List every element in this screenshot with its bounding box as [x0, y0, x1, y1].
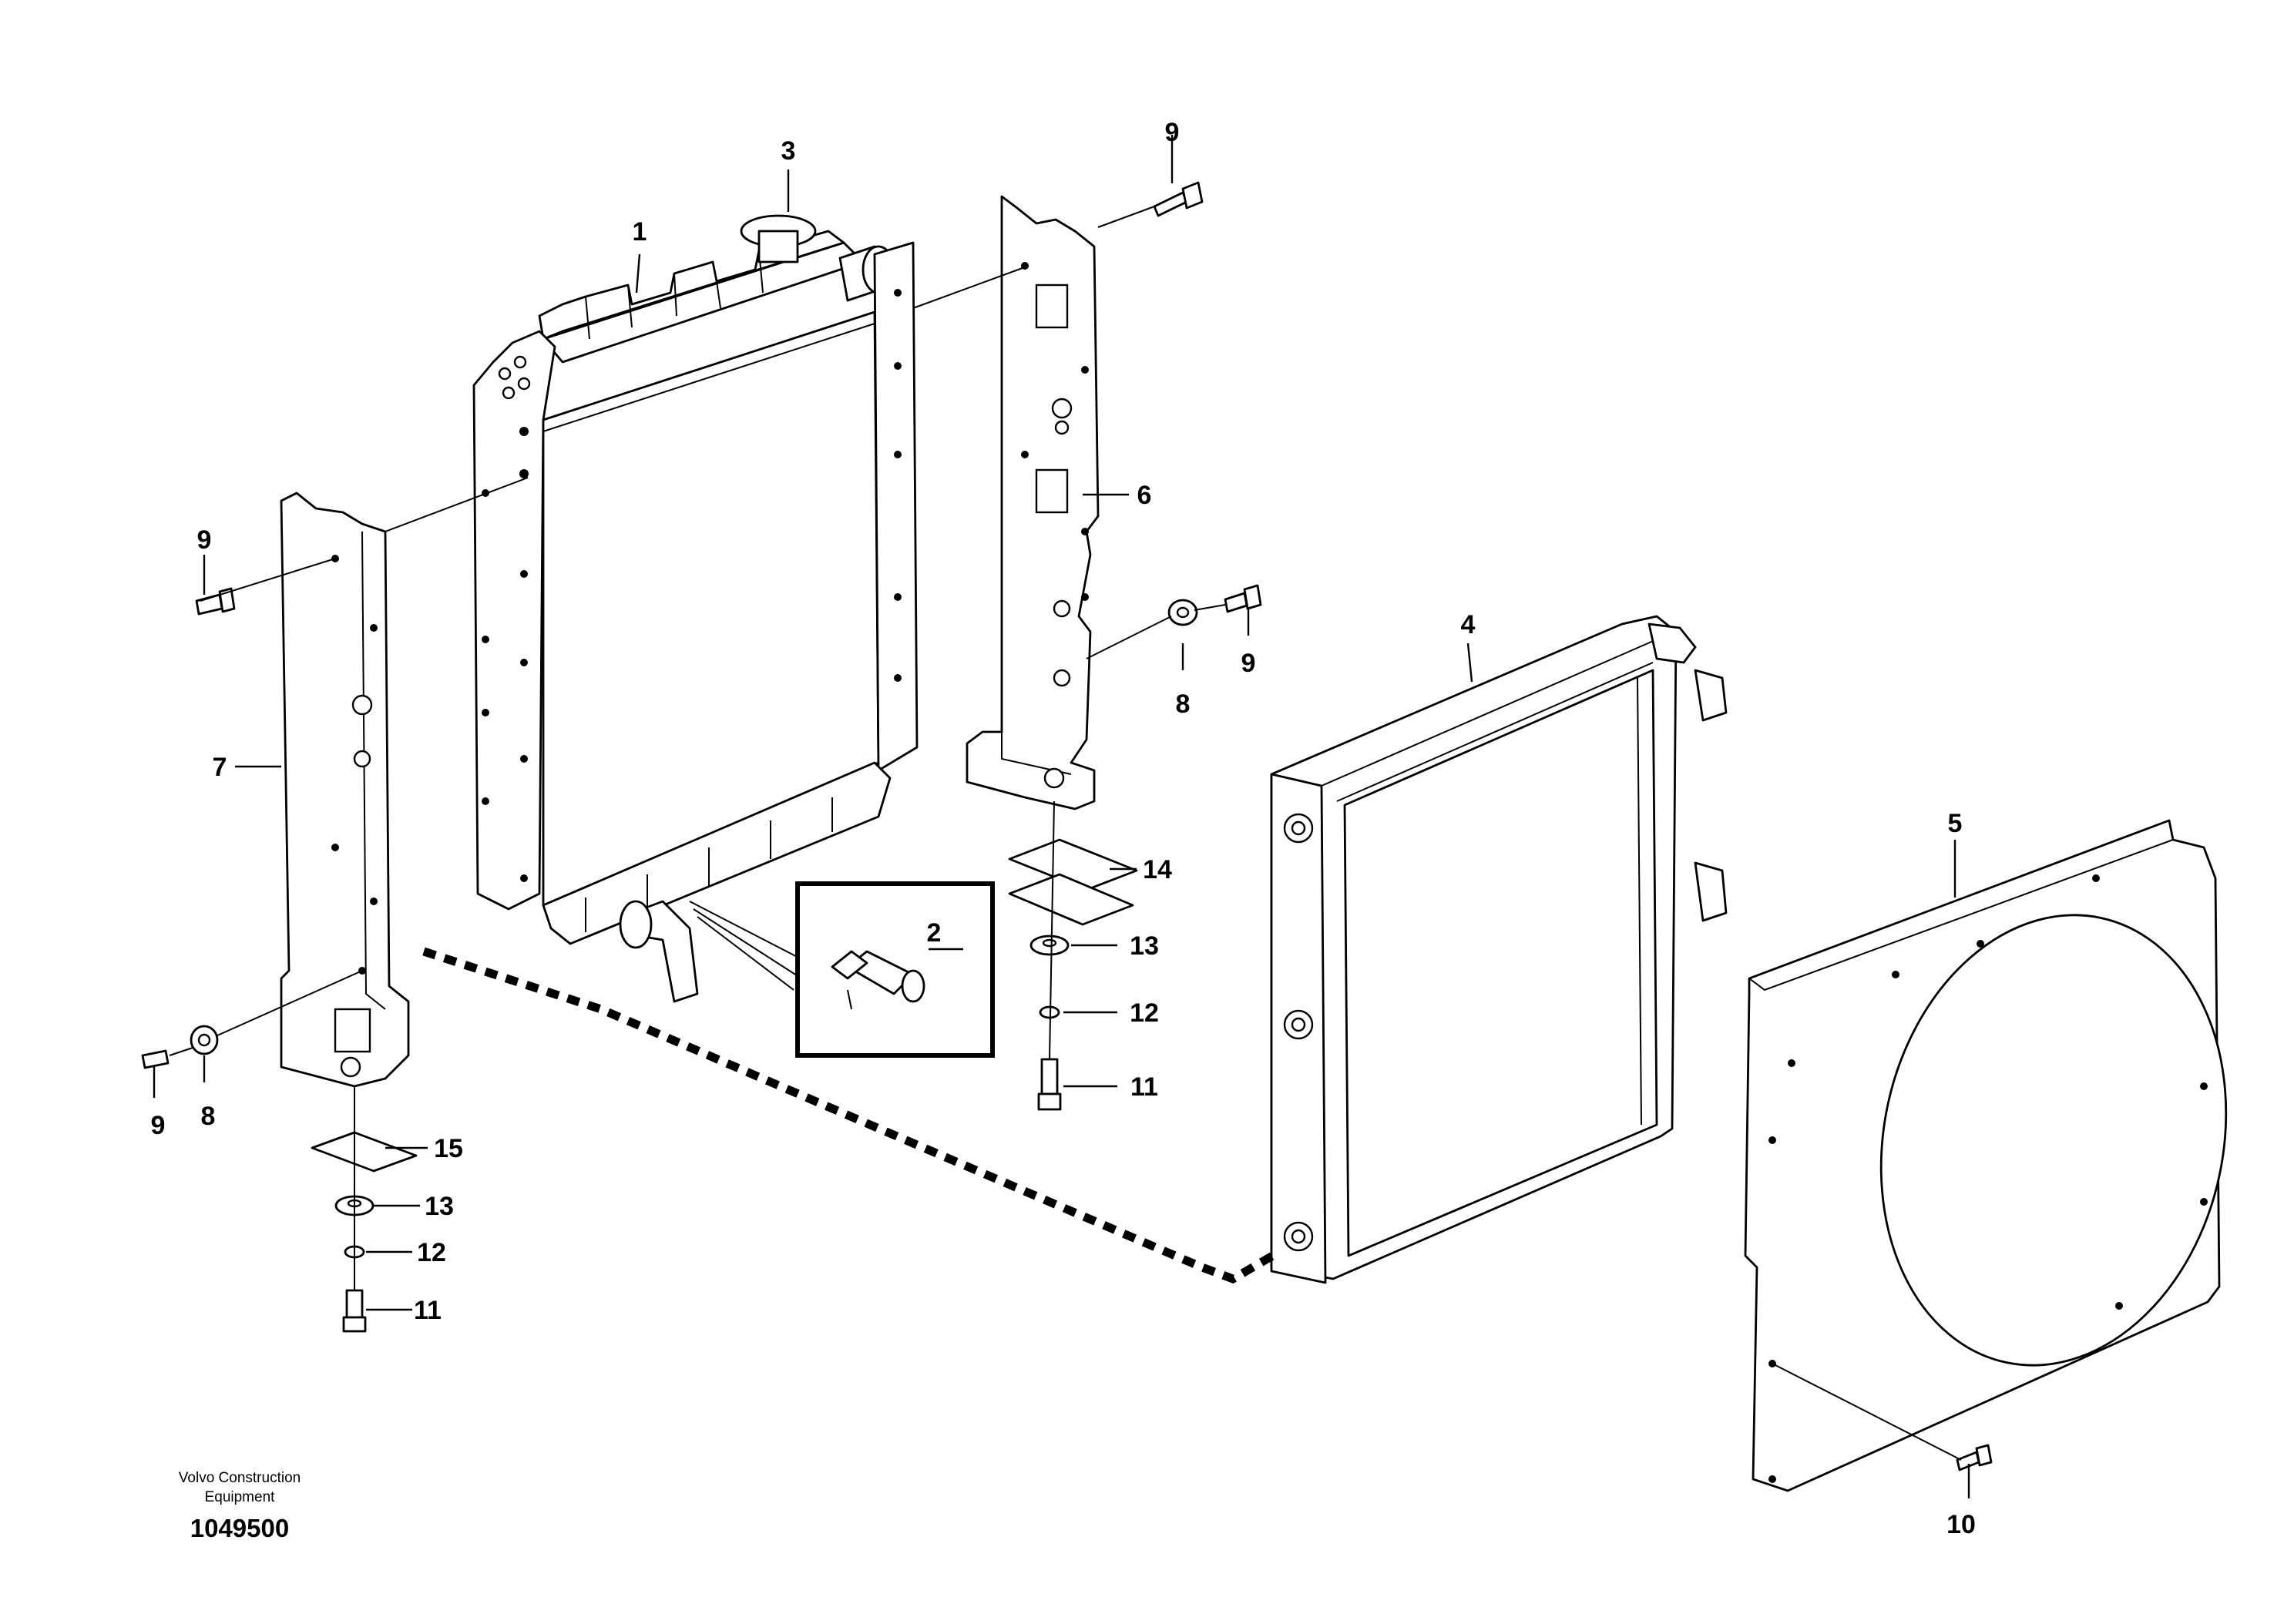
callout-8-left: 8: [201, 1102, 216, 1131]
right-bracket: [966, 195, 1100, 810]
drawing-number: 1049500: [190, 1514, 289, 1542]
callout-9-right: 9: [1241, 649, 1256, 678]
callout-13-right: 13: [1130, 931, 1159, 961]
callout-3: 3: [781, 136, 796, 166]
callout-1: 1: [633, 217, 647, 247]
footer-company-line2: Equipment: [205, 1489, 276, 1505]
oil-cooler: [1270, 615, 1728, 1284]
fan-shroud: [1744, 819, 2228, 1492]
detail-box-sensor: [795, 881, 995, 1058]
callout-8-right: 8: [1176, 690, 1191, 719]
callout-9-top: 9: [1165, 118, 1180, 147]
callout-9-left-upper: 9: [197, 525, 212, 555]
leader-lines: [153, 135, 1970, 1498]
callout-11-left: 11: [414, 1296, 442, 1325]
callout-13-left: 13: [425, 1192, 454, 1221]
callout-15: 15: [434, 1134, 463, 1163]
footer: Volvo Construction Equipment 1049500: [179, 1470, 301, 1542]
callout-9-left-lower: 9: [151, 1111, 166, 1140]
callout-5: 5: [1948, 809, 1963, 838]
radiator: [472, 214, 919, 1003]
callout-12-left: 12: [417, 1238, 446, 1267]
left-bracket: [280, 492, 410, 1088]
callout-2: 2: [927, 918, 942, 948]
callout-6: 6: [1137, 481, 1152, 510]
callout-labels: 1 2 3 4 5 6 7 8 8 9 9 9 9 10 11 11 12 12…: [151, 118, 1976, 1539]
callout-12-right: 12: [1130, 998, 1159, 1028]
callout-10: 10: [1946, 1510, 1976, 1539]
callout-14: 14: [1143, 855, 1172, 884]
callout-4: 4: [1461, 610, 1476, 639]
callout-11-right: 11: [1130, 1072, 1158, 1102]
callout-7: 7: [213, 753, 227, 782]
footer-company-line1: Volvo Construction: [179, 1470, 301, 1486]
